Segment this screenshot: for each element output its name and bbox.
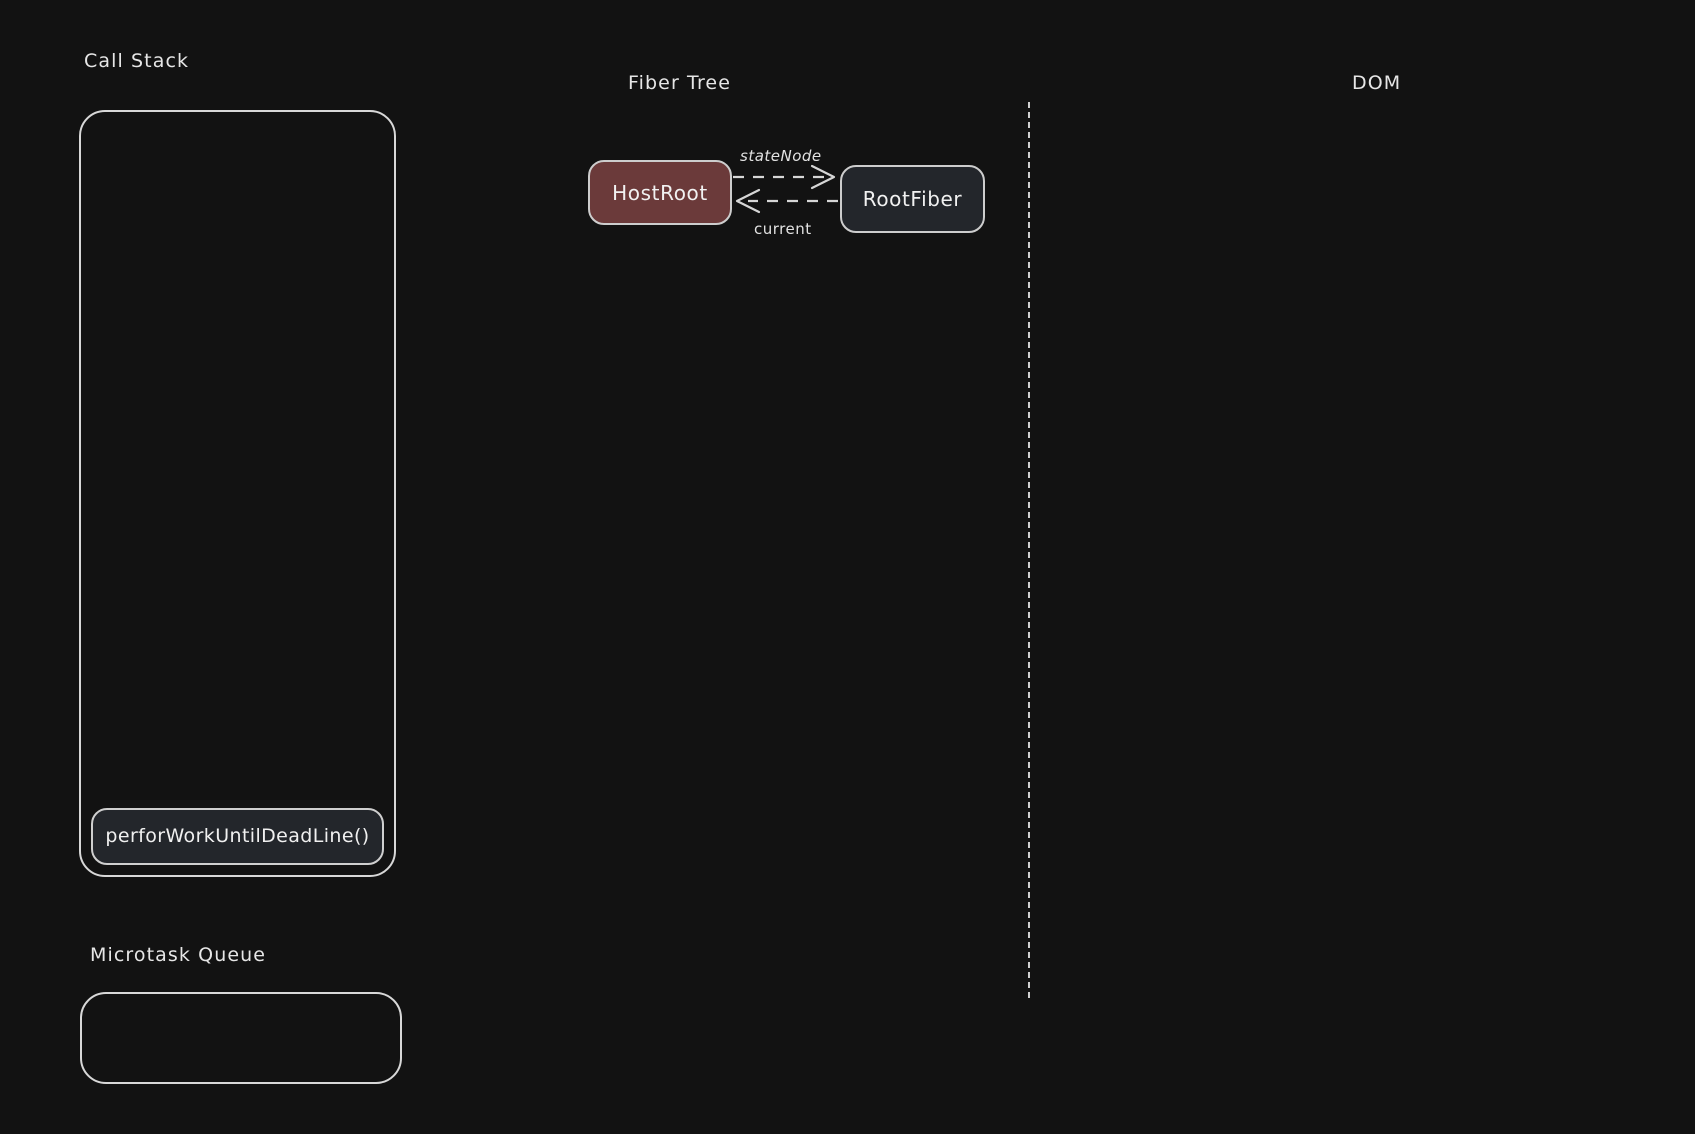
call-stack-container: perforWorkUntilDeadLine() <box>79 110 396 877</box>
edge-statenode <box>733 164 836 190</box>
microtask-queue-heading: Microtask Queue <box>90 944 267 966</box>
call-stack-frame-list: perforWorkUntilDeadLine() <box>81 808 394 865</box>
dom-divider-line <box>1028 102 1030 998</box>
edge-current <box>735 188 838 214</box>
call-stack-frame[interactable]: perforWorkUntilDeadLine() <box>91 808 384 865</box>
fiber-node-rootfiber[interactable]: RootFiber <box>840 165 985 233</box>
fiber-tree-heading: Fiber Tree <box>628 72 732 94</box>
edge-label-current: current <box>754 220 812 238</box>
call-stack-heading: Call Stack <box>84 50 190 72</box>
fiber-node-hostroot[interactable]: HostRoot <box>588 160 732 225</box>
edge-label-statenode: stateNode <box>740 147 822 165</box>
microtask-queue-container <box>80 992 402 1084</box>
dom-heading: DOM <box>1352 72 1402 94</box>
